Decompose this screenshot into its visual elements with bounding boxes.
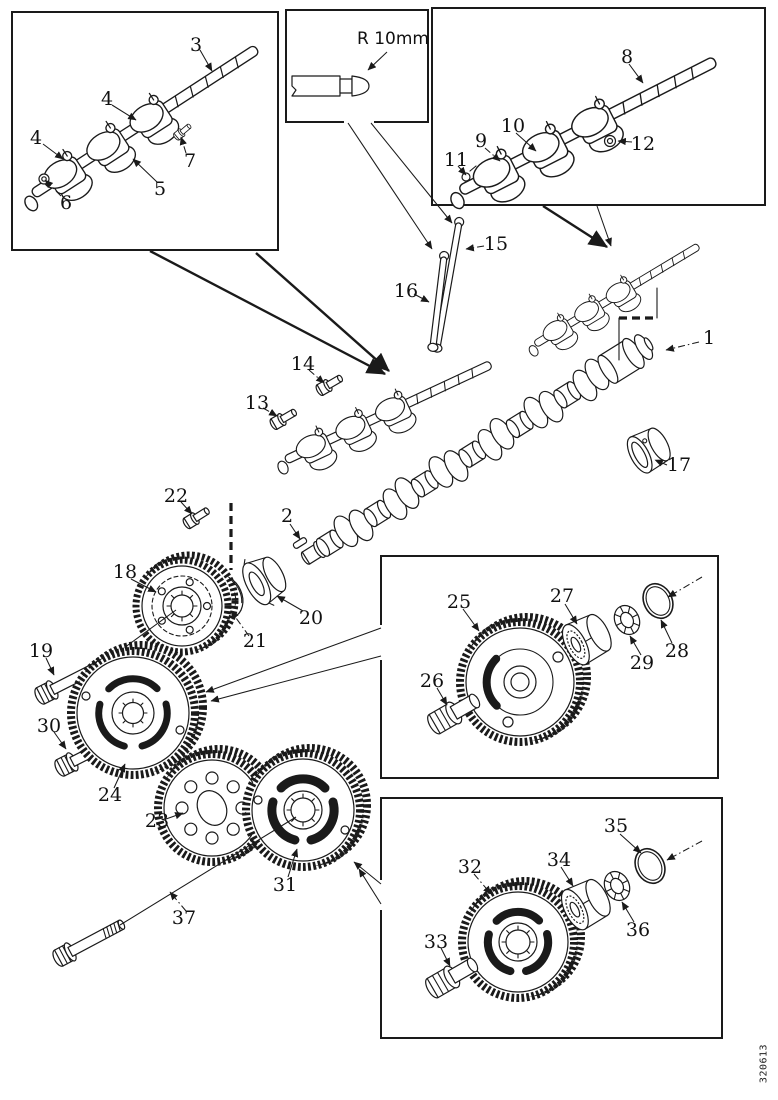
callout-18: 18	[113, 561, 137, 583]
callout-5: 5	[154, 178, 166, 200]
callout-14: 14	[291, 353, 315, 375]
callout-36: 36	[626, 919, 650, 941]
callout-4b: 4	[30, 127, 42, 149]
callout-numbers: 3 4 4 5 6 7 8 9 10 11 12 15 16 14 13 1 1…	[29, 34, 715, 953]
callout-20: 20	[299, 607, 323, 629]
callout-3: 3	[190, 34, 202, 56]
idler-gear-assembly-lower	[421, 840, 703, 1002]
callout-32: 32	[458, 856, 482, 878]
callout-13: 13	[245, 392, 269, 414]
callout-2: 2	[281, 505, 293, 527]
callout-10: 10	[501, 115, 525, 137]
callout-24: 24	[98, 784, 122, 806]
pushrod-tip-detail	[291, 51, 388, 97]
idler-gear-31	[242, 744, 371, 871]
callout-17: 17	[667, 454, 691, 476]
camshaft-gear-hub-20	[242, 556, 287, 606]
rocker-small-parts-right	[461, 134, 617, 182]
camshaft	[300, 334, 654, 565]
idler-gear-assembly-upper	[423, 576, 703, 746]
callout-33: 33	[424, 931, 448, 953]
callout-12: 12	[631, 133, 655, 155]
callout-23: 23	[145, 810, 169, 832]
rocker-bolt-14	[313, 371, 346, 398]
callout-29: 29	[630, 652, 654, 674]
callout-16: 16	[394, 280, 418, 302]
inset-box-radius-detail	[285, 9, 429, 123]
intermediate-gear-23	[154, 745, 277, 866]
inset-reference-lines	[149, 122, 612, 905]
alignment-marks	[229, 287, 658, 570]
inset-box-idler-gear-upper	[380, 555, 719, 779]
leader-lines	[42, 49, 700, 967]
pushrod-16	[427, 250, 450, 352]
callout-26: 26	[420, 670, 444, 692]
bolt37-axis	[119, 816, 297, 926]
callout-25: 25	[447, 591, 471, 613]
callout-27: 27	[550, 585, 574, 607]
callout-35: 35	[604, 815, 628, 837]
gear-bolt-22	[180, 503, 213, 531]
rocker-shaft-assembly-left	[10, 30, 274, 227]
inset-box-right-rocker	[431, 7, 766, 206]
callout-19: 19	[29, 640, 53, 662]
callout-11: 11	[444, 149, 468, 171]
callout-31: 31	[273, 874, 297, 896]
callout-4a: 4	[101, 88, 113, 110]
camshaft-gear-18	[132, 551, 239, 656]
woodruff-key-2	[292, 537, 308, 549]
callout-8: 8	[621, 46, 633, 68]
callout-21: 21	[243, 630, 267, 652]
callout-28: 28	[665, 640, 689, 662]
rocker-bolt-13	[267, 405, 300, 432]
callout-34: 34	[547, 849, 571, 871]
figure-number: 320613	[758, 1043, 770, 1084]
callout-22: 22	[164, 485, 188, 507]
callout-9: 9	[475, 130, 487, 152]
drive-gear-24	[67, 641, 207, 779]
callout-7: 7	[184, 150, 196, 172]
callout-6: 6	[60, 192, 72, 214]
inset-box-left-rocker	[11, 11, 279, 251]
gear-bolt-37	[49, 914, 129, 970]
inset-box-idler-gear-lower	[380, 797, 723, 1039]
radius-annotation: R 10mm	[357, 29, 429, 49]
camshaft-bushing	[626, 427, 671, 474]
callout-1: 1	[703, 327, 715, 349]
callout-37: 37	[172, 907, 196, 929]
callout-30: 30	[37, 715, 61, 737]
callout-15: 15	[484, 233, 508, 255]
